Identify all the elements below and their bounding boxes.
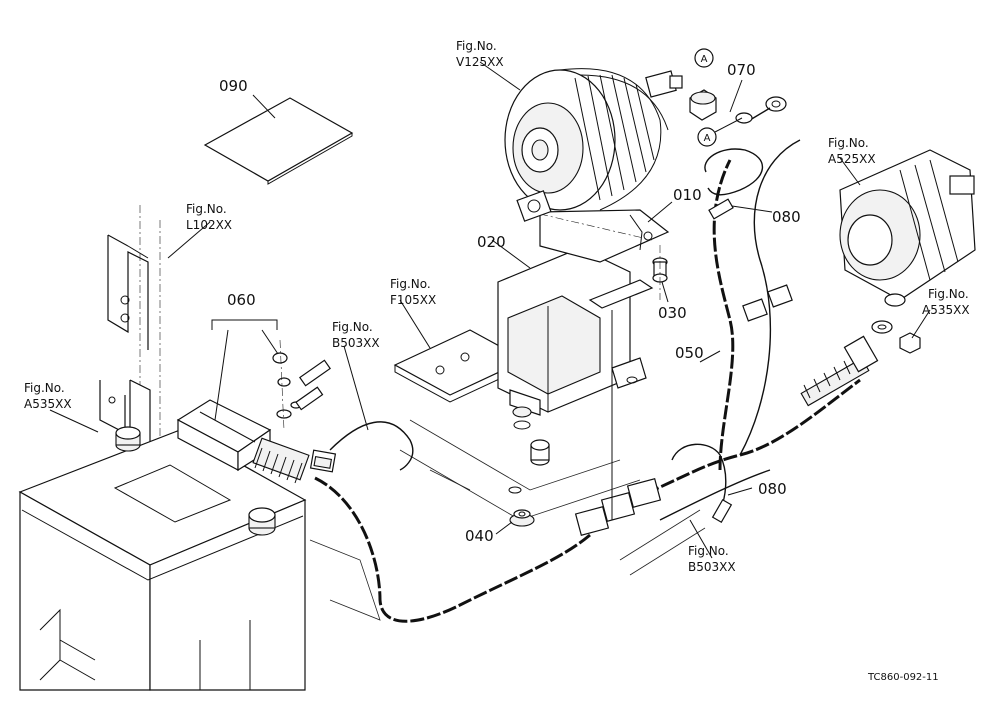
figref-l102-label: Fig.No. xyxy=(186,202,227,216)
harness-050 xyxy=(314,96,893,623)
figref-b503-upper-code: B503XX xyxy=(332,336,380,350)
callout-a-lower: A xyxy=(697,117,743,147)
drawing-code: TC860-092-11 xyxy=(867,672,939,683)
leader-lines xyxy=(49,61,931,559)
figref-a535-left-code: A535XX xyxy=(24,397,72,411)
figref-b503-upper: Fig.No. B503XX xyxy=(332,320,380,350)
label-070: 070 xyxy=(727,61,756,79)
figref-b503-upper-label: Fig.No. xyxy=(332,320,373,334)
figref-f105: Fig.No. F105XX xyxy=(390,277,436,307)
figref-a535-left-label: Fig.No. xyxy=(24,381,65,395)
figref-a525-code: A525XX xyxy=(828,152,876,166)
figref-b503-lower-label: Fig.No. xyxy=(688,544,729,558)
figref-f105-label: Fig.No. xyxy=(390,277,431,291)
label-040: 040 xyxy=(465,527,494,545)
figref-l102-code: L102XX xyxy=(186,218,232,232)
frame-bracket xyxy=(99,205,161,460)
alternator xyxy=(504,68,683,222)
figref-v125-label: Fig.No. xyxy=(456,39,497,53)
starter-motor xyxy=(839,149,976,354)
figref-l102: Fig.No. L102XX xyxy=(186,202,232,232)
figref-v125: Fig.No. V125XX xyxy=(456,39,504,69)
figref-a525: Fig.No. A525XX xyxy=(828,136,876,166)
bolt-030 xyxy=(652,245,668,300)
grommet-040 xyxy=(509,509,535,527)
figref-v125-code: V125XX xyxy=(456,55,504,69)
figref-b503-lower: Fig.No. B503XX xyxy=(688,544,736,574)
callout-a-lower-label: A xyxy=(704,133,711,144)
label-090: 090 xyxy=(219,77,248,95)
cable-tie-080-lower xyxy=(671,443,733,523)
label-050: 050 xyxy=(675,344,704,362)
sheet-090 xyxy=(203,97,354,185)
label-080-lower: 080 xyxy=(758,480,787,498)
figref-a535-left: Fig.No. A535XX xyxy=(24,381,72,411)
stay-010 xyxy=(539,209,670,263)
terminal-bolts xyxy=(272,339,331,431)
base-plate xyxy=(309,329,641,621)
figref-b503-lower-code: B503XX xyxy=(688,560,736,574)
label-020: 020 xyxy=(477,233,506,251)
label-010: 010 xyxy=(673,186,702,204)
figref-a535-right: Fig.No. A535XX xyxy=(922,287,970,317)
label-060: 060 xyxy=(227,291,256,309)
cap-070 xyxy=(689,89,717,121)
callout-a-upper: A xyxy=(694,48,714,68)
label-030: 030 xyxy=(658,304,687,322)
figref-a535-right-label: Fig.No. xyxy=(928,287,969,301)
terminal-cover-060 xyxy=(176,399,337,484)
figref-a535-right-code: A535XX xyxy=(922,303,970,317)
figref-f105-code: F105XX xyxy=(390,293,436,307)
cable-tie-080-upper xyxy=(704,148,764,220)
label-080-upper: 080 xyxy=(772,208,801,226)
callout-a-upper-label: A xyxy=(701,54,708,65)
bracket-020 xyxy=(497,247,654,418)
figref-a525-label: Fig.No. xyxy=(828,136,869,150)
